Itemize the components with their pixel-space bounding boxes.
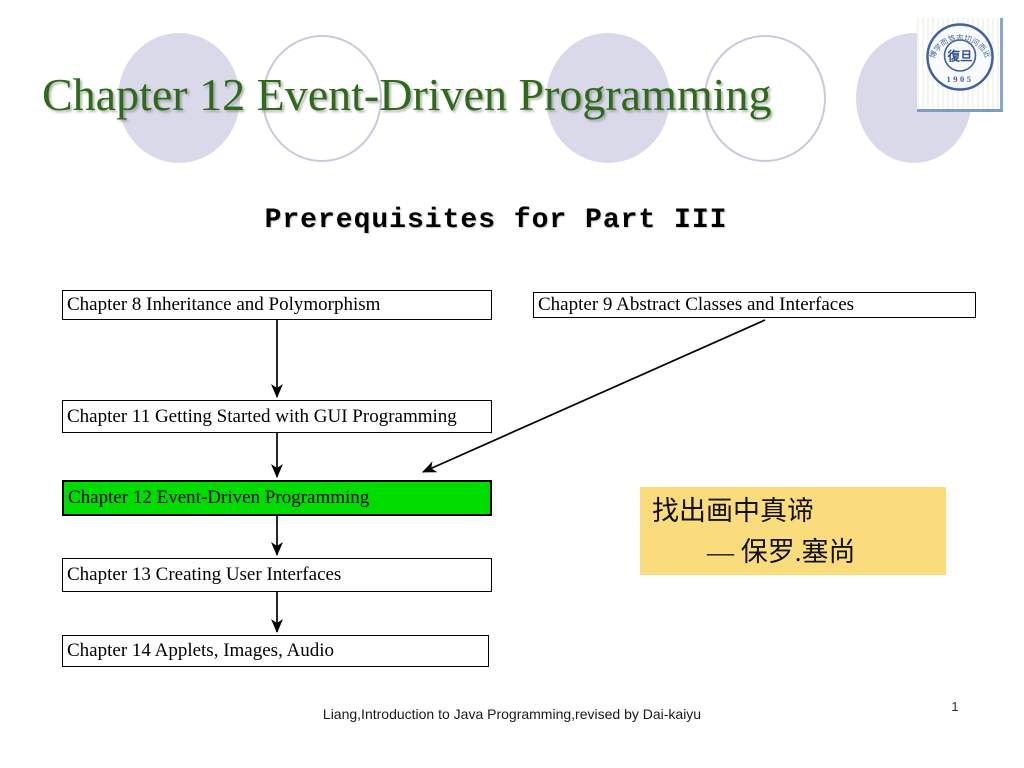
arrow-ch9-to-ch12 xyxy=(422,319,766,473)
seal-icon: 博学而笃志切问而近思 復旦 1905 xyxy=(925,22,994,91)
quote-box: 找出画中真谛 — 保罗.塞尚 xyxy=(640,487,946,575)
decorative-circle-filled-1 xyxy=(118,33,240,163)
flow-box-label: Chapter 13 Creating User Interfaces xyxy=(67,564,342,585)
flow-box-label: Chapter 9 Abstract Classes and Interface… xyxy=(538,294,855,315)
seal-year: 1905 xyxy=(947,74,974,84)
seal-monogram: 復旦 xyxy=(946,49,972,64)
flow-box-label: Chapter 14 Applets, Images, Audio xyxy=(67,640,335,661)
flow-box-chapter13: Chapter 13 Creating User Interfaces xyxy=(62,558,492,592)
slide-subtitle: Prerequisites for Part III xyxy=(264,205,728,236)
quote-line-1: 找出画中真谛 xyxy=(652,496,814,526)
flow-box-chapter12-highlighted: Chapter 12 Event-Driven Programming xyxy=(62,480,492,516)
flow-box-label: Chapter 12 Event-Driven Programming xyxy=(68,487,370,508)
flow-box-chapter8: Chapter 8 Inheritance and Polymorphism xyxy=(62,290,492,320)
flow-box-chapter9: Chapter 9 Abstract Classes and Interface… xyxy=(533,292,976,318)
decorative-circle-outline-1 xyxy=(262,35,382,162)
quote-line-2: — 保罗.塞尚 xyxy=(707,537,856,567)
flow-box-chapter11: Chapter 11 Getting Started with GUI Prog… xyxy=(62,400,492,433)
decorative-circle-outline-2 xyxy=(704,35,826,162)
decorative-circle-filled-2 xyxy=(546,33,670,163)
flow-box-label: Chapter 11 Getting Started with GUI Prog… xyxy=(67,405,457,427)
university-seal-logo: 博学而笃志切问而近思 復旦 1905 xyxy=(917,18,1003,112)
page-number: 1 xyxy=(951,699,959,714)
footer-credit: Liang,Introduction to Java Programming,r… xyxy=(322,706,702,722)
slide-title: Chapter 12 Event-Driven Programming xyxy=(42,69,772,120)
flow-box-chapter14: Chapter 14 Applets, Images, Audio xyxy=(62,635,489,667)
flow-box-label: Chapter 8 Inheritance and Polymorphism xyxy=(67,294,381,315)
